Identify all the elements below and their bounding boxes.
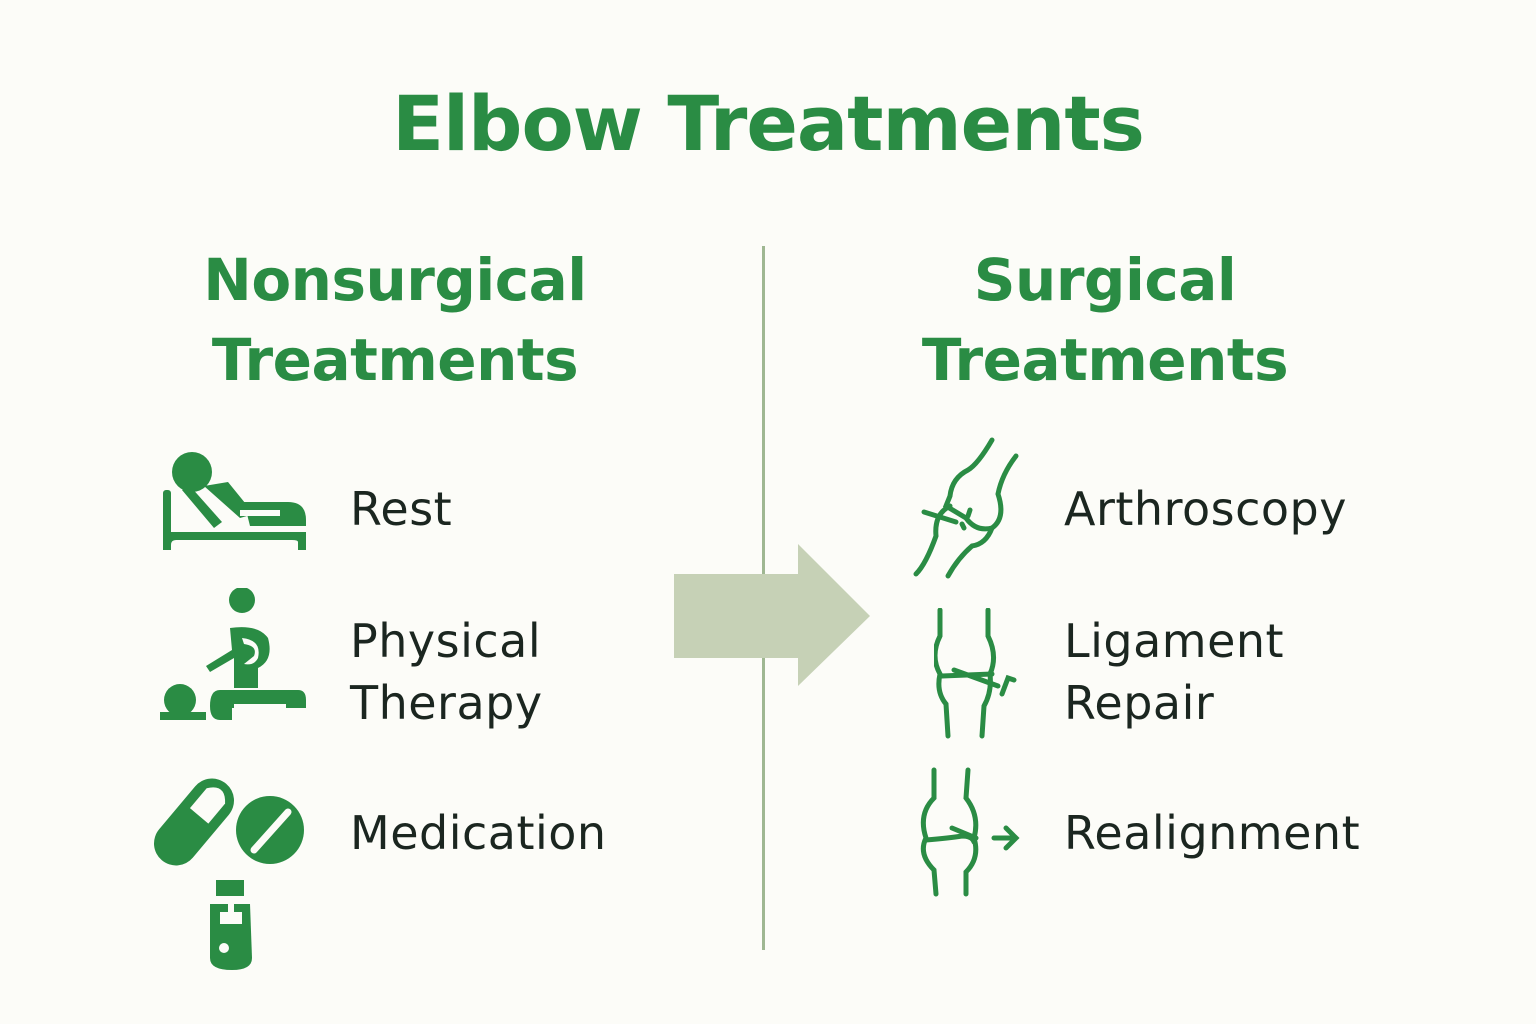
label-line1: Physical (350, 614, 542, 668)
label-line1: Arthroscopy (1064, 482, 1347, 536)
treatment-label-medication: Medication (350, 802, 607, 864)
label-line2: Therapy (350, 676, 543, 730)
page-title: Elbow Treatments (392, 79, 1145, 168)
treatment-label-ligament-repair: Ligament Repair (1064, 610, 1284, 734)
surgical-heading-line2: Treatments (921, 326, 1289, 394)
label-line1: Realignment (1064, 806, 1361, 860)
nonsurgical-heading: Nonsurgical Treatments (170, 240, 620, 400)
medication-icon (154, 778, 304, 970)
physical-therapy-icon (160, 588, 306, 720)
label-line1: Ligament (1064, 614, 1285, 668)
label-line1: Rest (350, 482, 453, 536)
treatment-label-physical-therapy: Physical Therapy (350, 610, 543, 734)
nonsurgical-heading-line1: Nonsurgical (203, 246, 587, 314)
ligament-repair-joint-icon (934, 608, 1017, 739)
arrow-right-icon (674, 544, 870, 686)
arthroscopy-joint-icon (913, 437, 1019, 579)
surgical-heading-line1: Surgical (973, 246, 1237, 314)
label-line2: Repair (1064, 676, 1215, 730)
treatment-label-realignment: Realignment (1064, 802, 1360, 864)
treatment-label-rest: Rest (350, 478, 452, 540)
treatment-label-arthroscopy: Arthroscopy (1064, 478, 1347, 540)
nonsurgical-heading-line2: Treatments (211, 326, 579, 394)
realignment-joint-icon (920, 767, 1020, 897)
bed-rest-icon (163, 452, 306, 550)
surgical-heading: Surgical Treatments (880, 240, 1330, 400)
label-line1: Medication (350, 806, 607, 860)
